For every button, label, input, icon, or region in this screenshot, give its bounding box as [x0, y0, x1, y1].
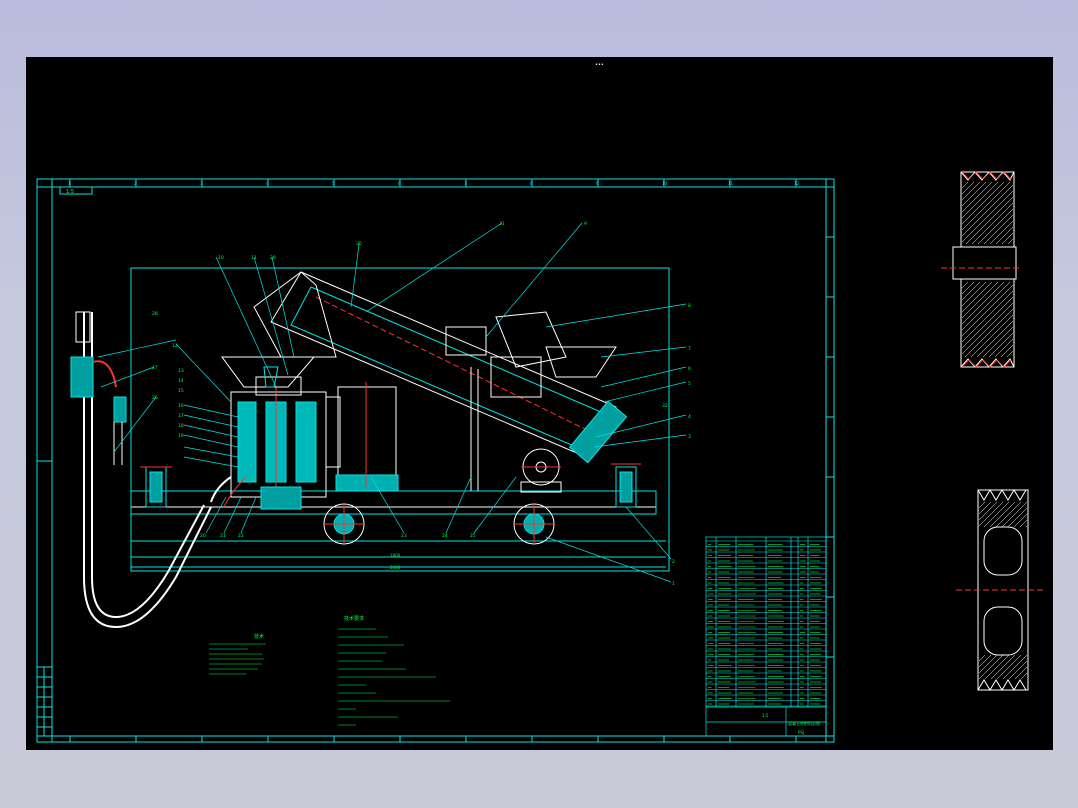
- dimension-1800: 1800: [390, 553, 401, 558]
- svg-text:10: 10: [662, 181, 668, 186]
- drawing-name: 混凝土喷射机总图: [788, 720, 820, 726]
- svg-text:3: 3: [688, 434, 691, 440]
- svg-text:8: 8: [530, 181, 533, 186]
- zone-ticks: [37, 179, 834, 742]
- svg-text:9: 9: [596, 181, 599, 186]
- left-notes: 技术: [209, 633, 266, 674]
- svg-text:11: 11: [251, 255, 257, 261]
- dimension-2000: 2000: [390, 565, 401, 570]
- drawing-canvas[interactable]: •••: [26, 57, 1053, 750]
- end-post-right: [611, 464, 641, 507]
- rotor-assembly: [231, 377, 326, 509]
- delivery-hose: [84, 312, 211, 627]
- svg-text:27: 27: [152, 365, 158, 371]
- scale-box: [60, 187, 92, 194]
- svg-text:6: 6: [688, 366, 691, 372]
- svg-text:29: 29: [270, 255, 276, 261]
- svg-text:31: 31: [499, 221, 505, 227]
- svg-text:5: 5: [688, 381, 691, 387]
- svg-text:26: 26: [152, 395, 158, 401]
- wheel-left: [324, 504, 364, 544]
- svg-text:4: 4: [688, 414, 691, 420]
- svg-text:12: 12: [172, 343, 178, 349]
- svg-text:技术要求: 技术要求: [344, 615, 364, 622]
- svg-text:25: 25: [470, 533, 476, 539]
- zone-labels: 1 2 3 4 5 6 7 8 9 10 11 12: [68, 181, 800, 186]
- svg-text:18: 18: [178, 423, 184, 429]
- title-block-scale: 1:5: [762, 713, 769, 718]
- sheet-border: [37, 179, 834, 742]
- svg-text:30: 30: [356, 241, 362, 247]
- svg-text:7: 7: [688, 346, 691, 352]
- svg-text:5: 5: [332, 181, 335, 186]
- svg-text:22: 22: [238, 533, 244, 539]
- svg-text:4: 4: [266, 181, 269, 186]
- end-post-left: [140, 467, 172, 507]
- svg-text:技术: 技术: [254, 633, 264, 640]
- svg-text:17: 17: [178, 413, 184, 419]
- hopper: [222, 357, 314, 387]
- svg-text:2: 2: [672, 559, 675, 565]
- outlet-elbow: [211, 477, 231, 502]
- motor: [326, 382, 398, 491]
- drawing-number: PSJ: [798, 730, 804, 735]
- drive-drum: [521, 449, 561, 492]
- nozzle: [71, 312, 126, 465]
- origin-marker: •••: [595, 62, 604, 68]
- svg-text:14: 14: [178, 378, 184, 384]
- svg-text:13: 13: [178, 368, 184, 374]
- svg-text:11: 11: [728, 181, 734, 186]
- svg-text:8: 8: [688, 303, 691, 309]
- revision-block: [37, 667, 52, 736]
- svg-text:1: 1: [672, 581, 675, 587]
- svg-text:2: 2: [134, 181, 137, 186]
- pulley-detail-bottom: [954, 490, 1051, 690]
- svg-text:9: 9: [584, 221, 587, 227]
- svg-text:15: 15: [178, 388, 184, 394]
- svg-text:1: 1: [68, 181, 71, 186]
- scale-label: 1:5: [66, 189, 74, 195]
- svg-text:24: 24: [442, 533, 448, 539]
- svg-text:32: 32: [662, 403, 668, 409]
- tech-requirements: 技术要求: [338, 615, 450, 725]
- svg-text:20: 20: [200, 533, 206, 539]
- svg-text:7: 7: [464, 181, 467, 186]
- svg-text:10: 10: [218, 255, 224, 261]
- svg-text:12: 12: [794, 181, 800, 186]
- leader-lines: [98, 223, 686, 582]
- svg-text:23: 23: [401, 533, 407, 539]
- svg-text:16: 16: [178, 403, 184, 409]
- drawing-viewport[interactable]: •••: [26, 57, 1053, 750]
- svg-text:21: 21: [220, 533, 226, 539]
- pulley-detail-top: [887, 172, 1053, 367]
- svg-text:3: 3: [200, 181, 203, 186]
- svg-text:6: 6: [398, 181, 401, 186]
- svg-text:28: 28: [152, 311, 158, 317]
- svg-text:19: 19: [178, 433, 184, 439]
